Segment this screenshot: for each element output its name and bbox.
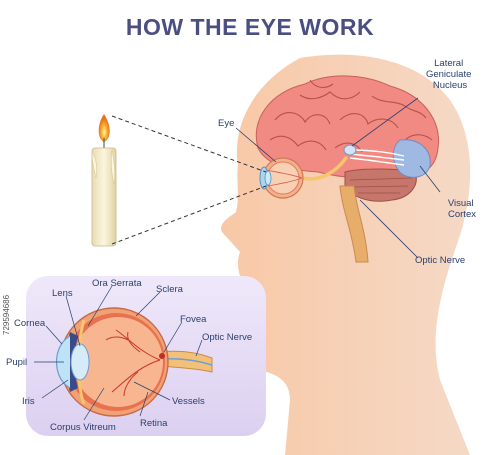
head-label-pointers xyxy=(235,97,441,259)
label-vessels: Vessels xyxy=(172,396,205,407)
cerebellum-folds xyxy=(349,177,413,194)
page-title: HOW THE EYE WORK xyxy=(125,14,375,40)
label-optic-nerve-detail: Optic Nerve xyxy=(202,332,252,343)
detail-optic-nerve xyxy=(161,350,213,373)
lateral-geniculate-nucleus xyxy=(343,144,357,156)
label-iris: Iris xyxy=(22,396,35,407)
retinal-vessels xyxy=(105,329,161,397)
brain xyxy=(255,75,439,179)
candle xyxy=(91,114,117,247)
label-retina: Retina xyxy=(140,418,168,429)
label-optic-nerve: Optic Nerve xyxy=(415,255,465,266)
label-lens: Lens xyxy=(52,288,73,299)
candle-body xyxy=(91,147,117,247)
light-rays xyxy=(111,115,267,245)
label-sclera: Sclera xyxy=(156,284,184,295)
brain-folds xyxy=(269,79,433,153)
label-ora-serrata: Ora Serrata xyxy=(92,278,142,289)
detail-label-pointers xyxy=(34,285,203,421)
side-id-text: 729594686 xyxy=(2,294,11,335)
optic-nerve-path xyxy=(300,156,348,181)
label-eye: Eye xyxy=(218,118,234,129)
label-lateral-geniculate-nucleus: Lateral Geniculate Nucleus xyxy=(426,58,474,91)
visual-cortex-region xyxy=(393,139,431,178)
candle-flame xyxy=(98,114,110,142)
label-pupil: Pupil xyxy=(6,357,27,368)
label-fovea: Fovea xyxy=(180,314,207,325)
label-cornea: Cornea xyxy=(14,318,46,329)
head-eye xyxy=(259,157,304,199)
brain-stem xyxy=(339,185,369,263)
label-corpus-vitreum: Corpus Vitreum xyxy=(50,422,116,433)
label-visual-cortex: Visual Cortex xyxy=(448,198,476,220)
